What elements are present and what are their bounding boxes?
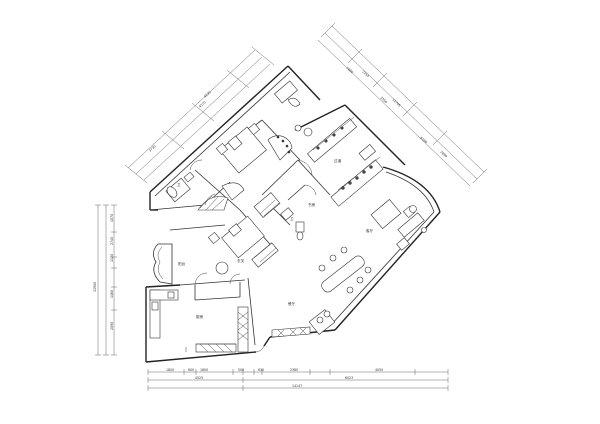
bottom-dim-6: 630: [258, 368, 264, 372]
room-label-bath-b: 卫: [290, 217, 294, 221]
left-dim-2: 2740: [110, 237, 114, 245]
left-bath-and-stair: [165, 171, 281, 218]
dimension-tick: [402, 101, 418, 117]
ur-dim-2: 3550: [379, 96, 388, 104]
dimension-tick: [372, 72, 388, 88]
ul-dim-2: 4570: [198, 100, 207, 108]
bottom-dimension-labels: 1800 600 1800 500 630 2380 4050 4525 602…: [166, 368, 383, 388]
bottom-dim-9: 4050: [375, 368, 383, 372]
dimension-tick: [432, 130, 448, 146]
ul-dim-1: 3730: [148, 144, 157, 152]
left-dim-6: 2090: [110, 322, 114, 330]
dimension-tick: [320, 22, 336, 38]
upper-left-dimension-lines: [124, 46, 275, 184]
bottom-dimension-lines: [147, 369, 449, 391]
dimension-tick: [124, 164, 148, 184]
upper-left-dimension-labels: 3730 4570 4230: [148, 90, 212, 152]
master-bedroom: [215, 80, 313, 174]
room-label-living: 客厅: [366, 228, 374, 233]
ur-dim-4: 2255: [361, 70, 370, 78]
door-swings: [189, 159, 317, 353]
upper-right-dimension-lines: [317, 22, 488, 187]
balcony-bay: [153, 243, 173, 285]
bottom-dim-total: 14147: [292, 384, 302, 388]
bottom-dim-7: 2380: [290, 368, 298, 372]
room-label-bath-a: 卫: [177, 183, 181, 187]
dimension-tick: [191, 102, 215, 122]
ul-dim-3: 4230: [203, 90, 212, 98]
living-room-furniture: [370, 198, 427, 251]
room-label-top-hall: 过道: [334, 158, 342, 163]
room-label-kitchen: 厨房: [196, 314, 204, 319]
room-label-study: 书房: [308, 202, 316, 207]
ur-dim-1: 1880: [345, 66, 354, 74]
bottom-dim-1: 1800: [166, 368, 174, 372]
dimension-tick: [161, 130, 185, 150]
bottom-dim-mid-2: 6023: [345, 376, 353, 380]
bottom-dim-2: 600: [188, 368, 194, 372]
second-bedroom: [207, 207, 305, 275]
ur-dim-3: 11745: [391, 98, 401, 108]
dimension-tick: [472, 168, 488, 184]
bottom-dim-4: 500: [238, 368, 244, 372]
left-dim-total: 11900: [93, 282, 97, 292]
left-dim-1: 1070: [110, 214, 114, 222]
room-label-entry: 玄关: [237, 258, 245, 263]
wardrobe-shelf: [307, 116, 384, 207]
upper-right-dimension-labels: 1880 3550 11745 2255 6280 2880: [345, 66, 448, 158]
dimension-tick: [347, 48, 363, 64]
cabinet-pattern: [199, 311, 249, 353]
left-dimension-labels: 11900 1070 2740 1120 1460 2090: [93, 214, 114, 330]
room-label-balcony: 阳台: [178, 261, 186, 266]
ur-dim-6: 2880: [439, 150, 448, 158]
bottom-dim-mid-1: 4525: [195, 376, 203, 380]
left-dim-3: 1120: [110, 254, 114, 262]
dimension-tick: [226, 69, 250, 89]
outer-walls: [145, 65, 441, 363]
room-label-dining: 餐厅: [288, 301, 296, 306]
ur-dim-5: 6280: [419, 136, 428, 144]
left-dim-5: 1460: [110, 290, 114, 298]
room-labels: 过道 卫 客厅 卫 书房 餐厅 厨房 阳台 玄关: [177, 158, 374, 319]
bottom-dim-3: 1800: [200, 368, 208, 372]
dimension-tick: [251, 46, 275, 66]
kitchen-area: [149, 289, 249, 353]
left-dimension-lines: [95, 204, 117, 356]
dining-counter: [271, 309, 336, 338]
dining-table: [318, 246, 372, 294]
